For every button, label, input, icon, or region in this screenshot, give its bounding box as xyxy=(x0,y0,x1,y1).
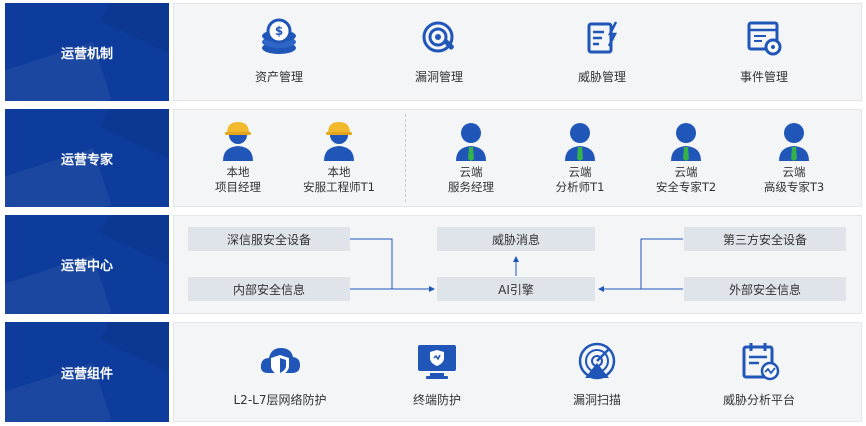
vulnerability-scan: 漏洞扫描 xyxy=(552,341,642,408)
expert-local-engineer: 本地 安服工程师T1 xyxy=(284,119,394,195)
threat-messages: 威胁消息 xyxy=(437,227,595,251)
endpoint-protection: 终端防护 xyxy=(392,341,482,408)
local-cloud-divider xyxy=(405,114,406,202)
row-label: 运营专家 xyxy=(5,109,169,207)
expert-cloud-analyst: 云端 分析师T1 xyxy=(525,119,635,195)
calendar-chart-icon xyxy=(742,343,780,381)
network-protection: L2-L7层网络防护 xyxy=(218,341,342,408)
engineer-helmet-icon xyxy=(324,122,354,161)
cloud-shield-icon xyxy=(260,348,300,376)
expert-tie-icon xyxy=(779,123,809,161)
row-mechanism: 运营机制 $ 资产管理 漏洞管理 xyxy=(0,3,862,101)
engineer-helmet-icon xyxy=(223,122,253,161)
expert-cloud-senior-t3: 云端 高级专家T3 xyxy=(739,119,849,195)
row-label: 运营机制 xyxy=(5,3,169,101)
sangfor-security-devices: 深信服安全设备 xyxy=(188,227,350,251)
threat-management: 威胁管理 xyxy=(557,18,647,85)
expert-tie-icon xyxy=(565,123,595,161)
bug-wrench-icon xyxy=(422,21,454,53)
ai-engine: AI引擎 xyxy=(437,277,595,301)
mechanism-panel: $ 资产管理 漏洞管理 威胁管理 xyxy=(173,3,862,101)
internal-security-info: 内部安全信息 xyxy=(188,277,350,301)
asset-management: $ 资产管理 xyxy=(234,18,324,85)
svg-text:$: $ xyxy=(275,24,283,38)
expert-tie-icon xyxy=(456,123,486,161)
event-management: 事件管理 xyxy=(719,18,809,85)
event-settings-icon xyxy=(747,21,782,56)
expert-cloud-service-manager: 云端 服务经理 xyxy=(416,119,526,195)
vulnerability-management: 漏洞管理 xyxy=(394,18,484,85)
coins-icon: $ xyxy=(262,18,296,54)
row-components: 运营组件 L2-L7层网络防护 终端防护 xyxy=(0,322,862,422)
radar-icon xyxy=(578,342,616,380)
expert-tie-icon xyxy=(671,123,701,161)
threat-analysis-platform: 威胁分析平台 xyxy=(707,341,811,408)
row-experts: 运营专家 xyxy=(0,109,862,207)
components-panel: L2-L7层网络防护 终端防护 漏洞扫描 xyxy=(173,322,862,422)
experts-panel xyxy=(173,109,862,207)
edit-threat-icon xyxy=(587,21,618,54)
row-label: 运营中心 xyxy=(5,215,169,314)
row-label: 运营组件 xyxy=(5,322,169,422)
monitor-shield-icon xyxy=(418,345,456,379)
external-security-info: 外部安全信息 xyxy=(684,277,846,301)
third-party-security-devices: 第三方安全设备 xyxy=(684,227,846,251)
expert-local-pm: 本地 项目经理 xyxy=(183,119,293,195)
expert-cloud-security-t2: 云端 安全专家T2 xyxy=(631,119,741,195)
